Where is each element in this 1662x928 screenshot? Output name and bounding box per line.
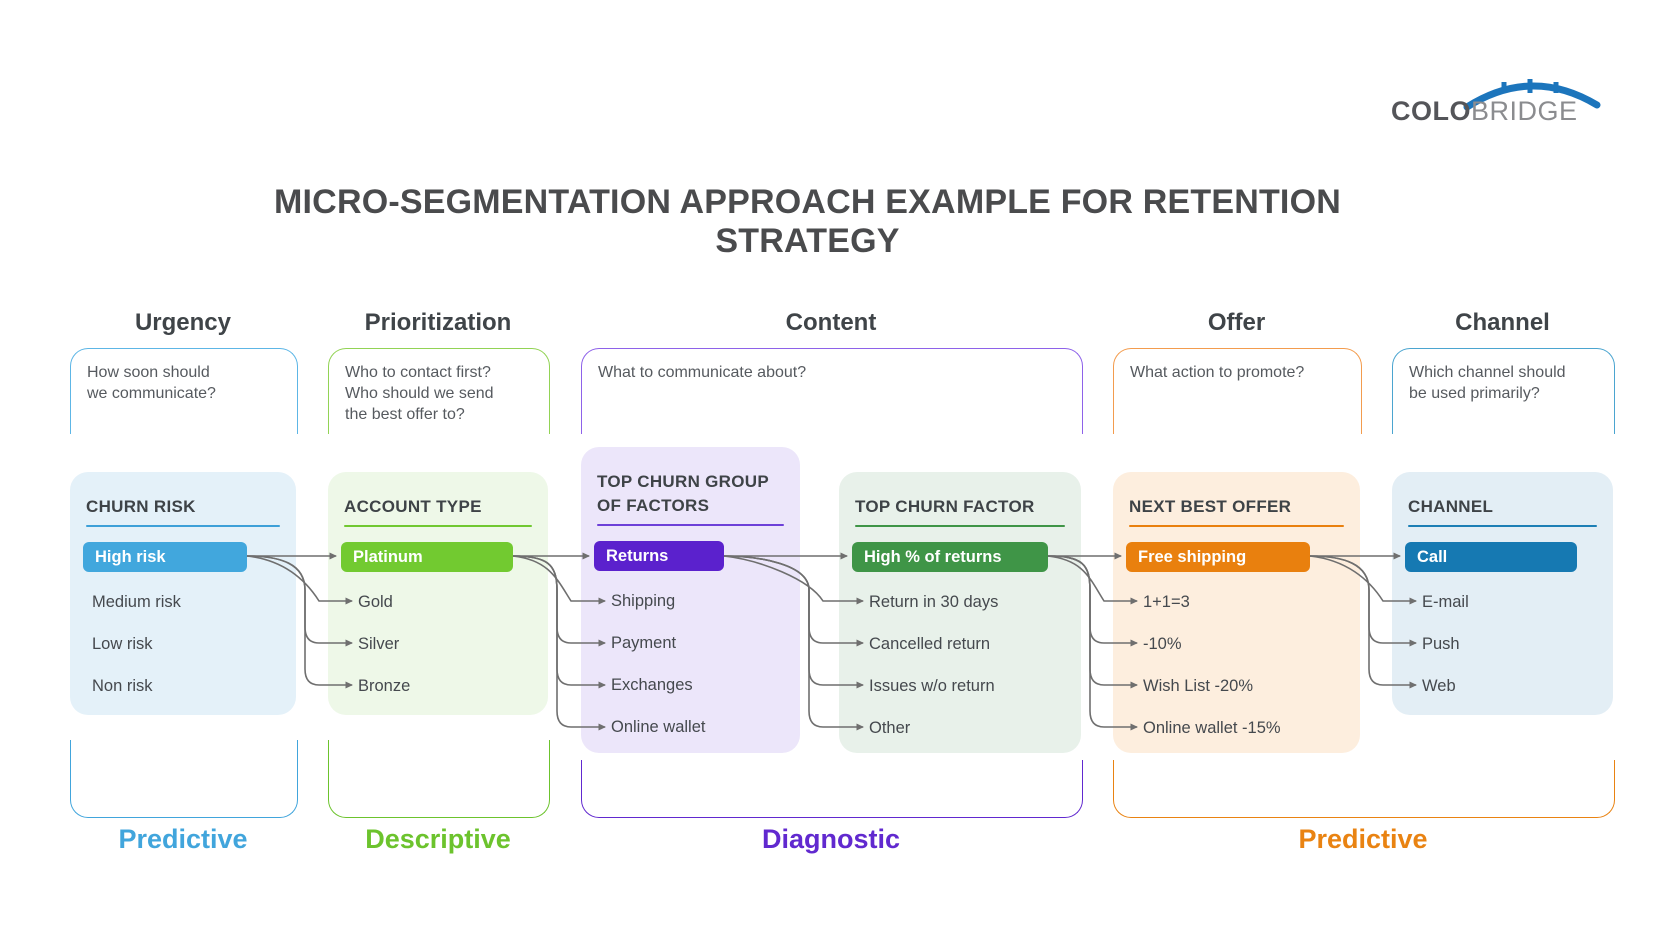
card-account-type: ACCOUNT TYPE Platinum Gold Silver Bronze bbox=[328, 472, 548, 715]
question-box-prioritization: Who to contact first? Who should we send… bbox=[328, 348, 550, 434]
list-item: Wish List -20% bbox=[1143, 676, 1254, 695]
logo: COLOBRIDGE bbox=[1391, 96, 1578, 127]
card-title: CHURN RISK bbox=[86, 497, 196, 516]
question-box-offer: What action to promote? bbox=[1113, 348, 1362, 434]
card-channel: CHANNEL Call E-mail Push Web bbox=[1392, 472, 1613, 715]
list-item: Issues w/o return bbox=[869, 676, 995, 695]
list-item: Other bbox=[869, 718, 911, 737]
list-item: 1+1=3 bbox=[1143, 592, 1190, 611]
list-item: Silver bbox=[358, 634, 400, 653]
list-item: Return in 30 days bbox=[869, 592, 999, 611]
card-title-underline bbox=[1129, 525, 1344, 527]
selected-pill-high-returns: High % of returns bbox=[852, 542, 1048, 572]
list-item: Bronze bbox=[358, 676, 411, 695]
selected-pill-returns: Returns bbox=[594, 541, 724, 571]
card-title-underline bbox=[597, 524, 784, 526]
list-item: Push bbox=[1422, 634, 1460, 653]
analytics-label-diagnostic: Diagnostic bbox=[761, 824, 901, 854]
analytics-label-descriptive: Descriptive bbox=[365, 824, 511, 854]
group-box-predictive-2 bbox=[1113, 760, 1615, 818]
selected-pill-call: Call bbox=[1405, 542, 1577, 572]
group-box-diagnostic bbox=[581, 760, 1083, 818]
analytics-label-predictive-2: Predictive bbox=[1298, 824, 1428, 854]
stage-header-prioritization: Prioritization bbox=[364, 309, 512, 336]
card-title-underline bbox=[1408, 525, 1597, 527]
stage-header-urgency: Urgency bbox=[134, 309, 232, 336]
logo-text-light: BRIDGE bbox=[1471, 96, 1578, 126]
list-item: Online wallet -15% bbox=[1143, 718, 1281, 737]
list-item: E-mail bbox=[1422, 592, 1469, 611]
analytics-label-predictive-1: Predictive bbox=[118, 824, 248, 854]
list-item: Medium risk bbox=[92, 592, 181, 611]
question-box-content: What to communicate about? bbox=[581, 348, 1083, 434]
selected-pill-platinum: Platinum bbox=[341, 542, 513, 572]
list-item: Online wallet bbox=[611, 717, 706, 736]
card-next-best-offer: NEXT BEST OFFER Free shipping 1+1=3 -10%… bbox=[1113, 472, 1360, 753]
group-box-predictive-1 bbox=[70, 740, 298, 818]
stage-header-content: Content bbox=[785, 309, 877, 336]
list-item: Payment bbox=[611, 633, 677, 652]
question-box-channel: Which channel should be used primarily? bbox=[1392, 348, 1615, 434]
list-item: Cancelled return bbox=[869, 634, 991, 653]
list-item: Shipping bbox=[611, 591, 676, 610]
selected-pill-free-shipping: Free shipping bbox=[1126, 542, 1310, 572]
card-title-underline bbox=[86, 525, 280, 527]
card-title: CHANNEL bbox=[1408, 497, 1494, 516]
selected-pill-high-risk: High risk bbox=[83, 542, 247, 572]
list-item: Non risk bbox=[92, 676, 153, 695]
list-item: -10% bbox=[1143, 634, 1182, 653]
stage-header-channel: Channel bbox=[1455, 309, 1550, 336]
card-top-churn-group: TOP CHURN GROUP OF FACTORS Returns Shipp… bbox=[581, 447, 800, 753]
card-title-underline bbox=[855, 525, 1065, 527]
list-item: Web bbox=[1422, 676, 1456, 695]
card-title: TOP CHURN FACTOR bbox=[855, 497, 1035, 516]
card-title: TOP CHURN GROUP OF FACTORS bbox=[597, 472, 769, 515]
card-title: ACCOUNT TYPE bbox=[344, 497, 482, 516]
list-item: Low risk bbox=[92, 634, 153, 653]
list-item: Exchanges bbox=[611, 675, 693, 694]
question-box-urgency: How soon should we communicate? bbox=[70, 348, 298, 434]
question-text: Who to contact first? Who should we send… bbox=[345, 364, 494, 423]
group-box-descriptive bbox=[328, 740, 550, 818]
card-churn-risk: CHURN RISK High risk Medium risk Low ris… bbox=[70, 472, 296, 715]
question-text: How soon should we communicate? bbox=[87, 364, 216, 402]
question-text: What action to promote? bbox=[1130, 364, 1305, 381]
question-text: Which channel should be used primarily? bbox=[1409, 364, 1566, 402]
card-title-underline bbox=[344, 525, 532, 527]
stage-header-offer: Offer bbox=[1207, 309, 1266, 336]
card-top-churn-factor: TOP CHURN FACTOR High % of returns Retur… bbox=[839, 472, 1081, 753]
card-title: NEXT BEST OFFER bbox=[1129, 497, 1292, 516]
logo-text-bold: COLO bbox=[1391, 96, 1471, 126]
page-title: MICRO-SEGMENTATION APPROACH EXAMPLE FOR … bbox=[274, 183, 1341, 260]
question-text: What to communicate about? bbox=[598, 364, 807, 381]
list-item: Gold bbox=[358, 592, 393, 611]
